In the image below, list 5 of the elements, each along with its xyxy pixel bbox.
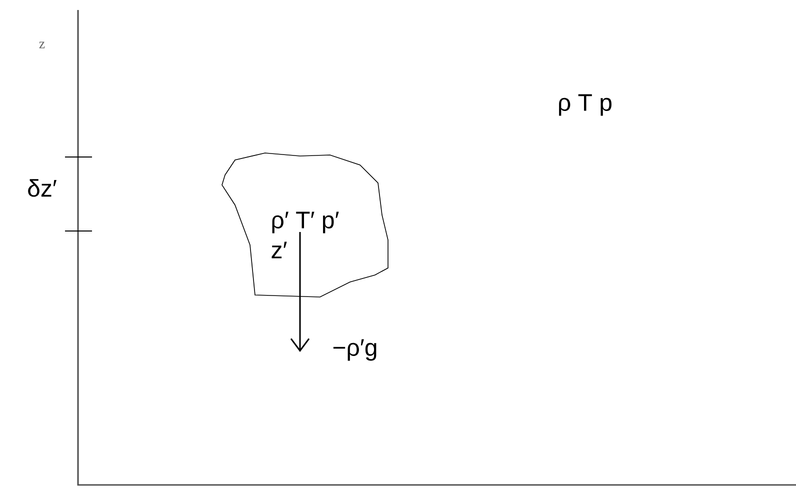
dimension-label: δz′ bbox=[28, 179, 56, 197]
axis-label: z bbox=[39, 42, 45, 48]
node-text: ρ′ T′ p′ z′ bbox=[272, 212, 339, 258]
force-label: −ρ′g bbox=[333, 339, 376, 361]
variable-label: ρ T p bbox=[559, 94, 612, 116]
